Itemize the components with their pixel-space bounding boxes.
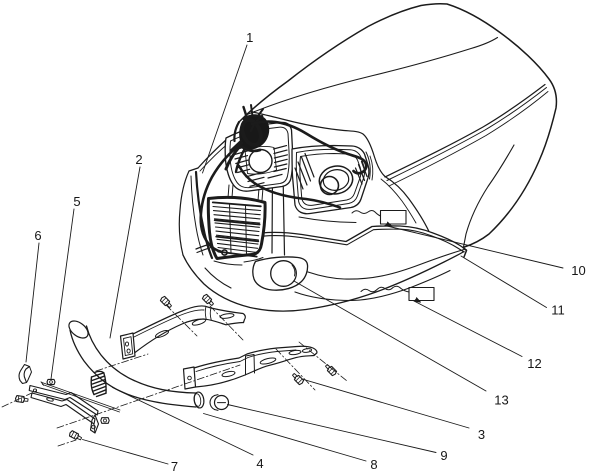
svg-text:7: 7 (171, 459, 178, 474)
svg-text:10: 10 (571, 263, 585, 278)
svg-text:13: 13 (494, 393, 508, 408)
svg-text:8: 8 (370, 457, 377, 472)
svg-text:4: 4 (256, 456, 263, 471)
svg-text:2: 2 (135, 152, 142, 167)
svg-text:3: 3 (478, 427, 485, 442)
svg-text:6: 6 (34, 228, 41, 243)
svg-text:9: 9 (440, 448, 447, 463)
svg-text:5: 5 (73, 194, 80, 209)
svg-text:12: 12 (527, 356, 541, 371)
svg-text:11: 11 (551, 303, 565, 318)
svg-text:1: 1 (246, 30, 253, 45)
